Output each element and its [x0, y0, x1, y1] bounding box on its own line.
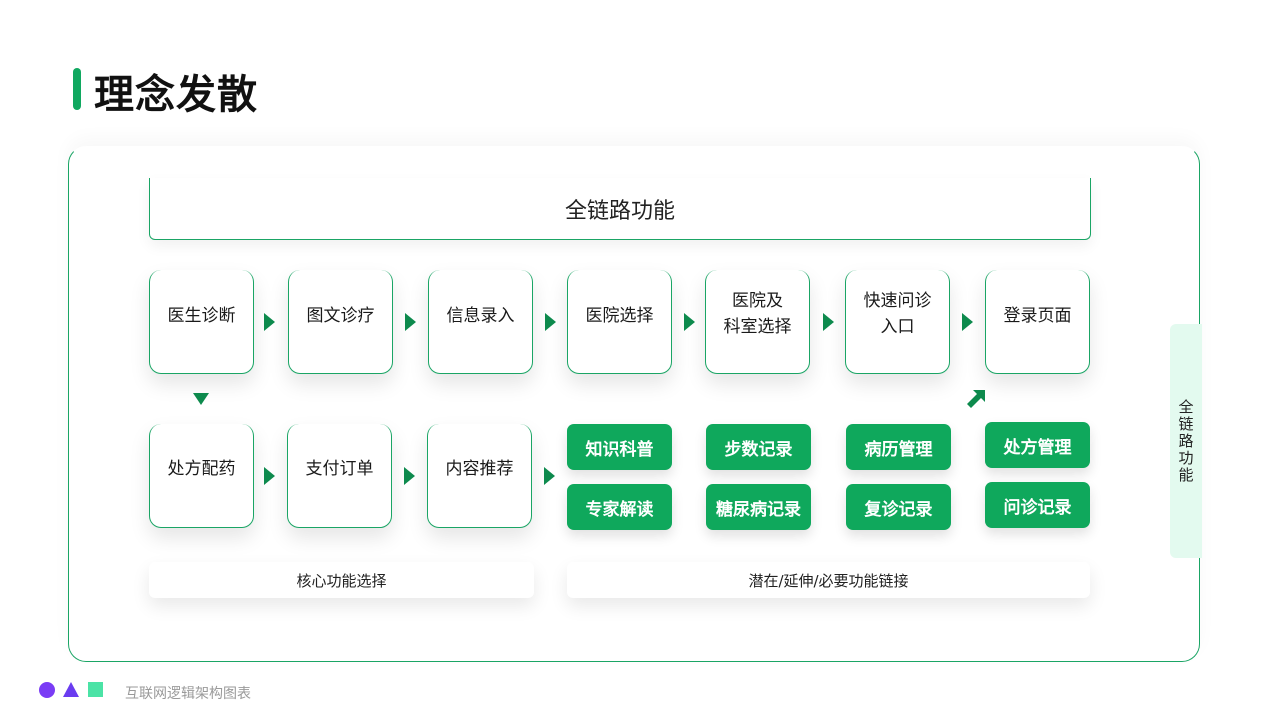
square-icon: [88, 682, 103, 697]
card-info-entry: 信息录入: [428, 270, 533, 374]
arrow-up-right-icon: [967, 390, 985, 408]
arrow-right-icon: [405, 313, 416, 331]
card-label: 图文诊疗: [306, 306, 375, 326]
pill-expert-interpret: 专家解读: [567, 484, 672, 530]
full-chain-banner: 全链路功能: [149, 178, 1091, 240]
label-core-functions: 核心功能选择: [149, 562, 534, 598]
pill-medical-record: 病历管理: [846, 424, 951, 470]
pill-prescription-mgmt: 处方管理: [985, 422, 1090, 468]
card-label: 登录页面: [1003, 306, 1072, 326]
arrow-right-icon: [962, 313, 973, 331]
pill-diabetes-record: 糖尿病记录: [706, 484, 811, 530]
card-label: 医生诊断: [167, 306, 236, 326]
card-hospital-select: 医院选择: [567, 270, 672, 374]
title-accent-bar: [73, 68, 81, 110]
arrow-right-icon: [823, 313, 834, 331]
triangle-icon: [63, 682, 79, 697]
arrow-right-icon: [684, 313, 695, 331]
card-label: 信息录入: [446, 306, 515, 326]
card-image-text-consult: 图文诊疗: [288, 270, 393, 374]
arrow-down-icon: [193, 393, 209, 405]
card-prescription-dispense: 处方配药: [149, 424, 254, 528]
pill-consult-record: 问诊记录: [985, 482, 1090, 528]
card-doctor-diagnosis: 医生诊断: [149, 270, 254, 374]
card-label-line2: 入口: [880, 317, 915, 337]
pill-followup-record: 复诊记录: [846, 484, 951, 530]
card-label-line2: 科室选择: [723, 317, 792, 337]
card-payment-order: 支付订单: [287, 424, 392, 528]
card-content-recommend: 内容推荐: [427, 424, 532, 528]
card-label: 内容推荐: [445, 459, 514, 479]
card-label: 医院选择: [585, 306, 654, 326]
card-label: 处方配药: [167, 459, 236, 479]
card-quick-consult-entry: 快速问诊 入口: [845, 270, 950, 374]
page-title: 理念发散: [94, 72, 258, 118]
card-login-page: 登录页面: [985, 270, 1090, 374]
card-hospital-dept-select: 医院及 科室选择: [705, 270, 810, 374]
card-label: 支付订单: [305, 459, 374, 479]
footer-caption: 互联网逻辑架构图表: [125, 686, 251, 702]
arrow-right-icon: [404, 467, 415, 485]
card-label-line1: 医院及: [732, 291, 783, 311]
side-tab-label: 全链路功能: [1176, 398, 1195, 484]
side-tab: 全链路功能: [1170, 324, 1202, 558]
circle-icon: [39, 682, 55, 698]
arrow-right-icon: [544, 467, 555, 485]
label-extended-functions: 潜在/延伸/必要功能链接: [567, 562, 1090, 598]
card-label-line1: 快速问诊: [863, 291, 932, 311]
arrow-right-icon: [264, 313, 275, 331]
pill-knowledge: 知识科普: [567, 424, 672, 470]
arrow-right-icon: [264, 467, 275, 485]
pill-steps-record: 步数记录: [706, 424, 811, 470]
arrow-right-icon: [545, 313, 556, 331]
